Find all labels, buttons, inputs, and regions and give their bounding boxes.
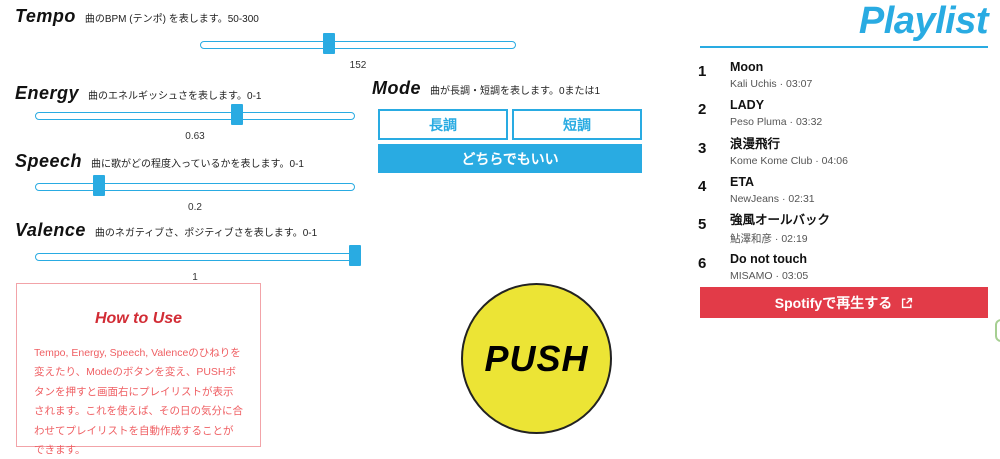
track-title: 強風オールバック: [730, 213, 831, 227]
track-row: 4 ETA NewJeans · 02:31: [698, 175, 988, 207]
mode-section-header: Mode 曲が長調・短調を表します。0または1: [372, 78, 600, 99]
track-number: 4: [698, 178, 707, 195]
valence-description: 曲のネガティブさ、ポジティブさを表します。0-1: [94, 228, 318, 239]
track-row: 1 Moon Kali Uchis · 03:07: [698, 60, 988, 92]
energy-slider[interactable]: 0.63: [35, 104, 355, 142]
tempo-slider[interactable]: 152: [200, 33, 516, 71]
track-meta: 鮎澤和彦 · 02:19: [730, 233, 808, 245]
valence-slider-thumb[interactable]: [349, 245, 361, 266]
track-meta: Kome Kome Club · 04:06: [730, 155, 848, 167]
track-number: 1: [698, 63, 707, 80]
track-number: 6: [698, 255, 707, 272]
track-meta: Kali Uchis · 03:07: [730, 78, 813, 90]
speech-section-header: Speech 曲に歌がどの程度入っているかを表します。0-1: [15, 151, 304, 172]
valence-slider-track[interactable]: [35, 253, 355, 261]
energy-slider-thumb[interactable]: [230, 104, 243, 125]
energy-slider-track[interactable]: [35, 112, 355, 120]
tempo-slider-thumb[interactable]: [322, 33, 335, 54]
mode-either-button[interactable]: どちらでもいい: [378, 144, 642, 173]
track-title: Do not touch: [730, 252, 808, 266]
speech-description: 曲に歌がどの程度入っているかを表します。0-1: [91, 159, 304, 170]
how-to-use-body: Tempo, Energy, Speech, Valenceのひねりを変えたり、…: [34, 347, 243, 457]
speech-slider[interactable]: 0.2: [35, 175, 355, 213]
tempo-title: Tempo: [15, 6, 76, 26]
tempo-slider-track[interactable]: [200, 41, 516, 49]
how-to-use-panel: How to Use Tempo, Energy, Speech, Valenc…: [16, 283, 261, 456]
track-number: 2: [698, 101, 707, 118]
valence-slider[interactable]: 1: [35, 245, 361, 283]
push-button-label: PUSH: [484, 337, 589, 379]
valence-title: Valence: [15, 220, 86, 240]
mode-minor-button[interactable]: 短調: [512, 109, 642, 140]
speech-slider-track[interactable]: [35, 183, 355, 191]
tempo-section-header: Tempo 曲のBPM (テンポ) を表します。50-300: [15, 6, 259, 27]
track-number: 5: [698, 216, 707, 233]
track-row: 5 強風オールバック 鮎澤和彦 · 02:19: [698, 213, 988, 245]
playlist-divider: [700, 46, 988, 48]
energy-description: 曲のエネルギッシュさを表します。0-1: [88, 91, 262, 102]
speech-slider-thumb[interactable]: [93, 175, 105, 196]
mode-major-button[interactable]: 長調: [378, 109, 508, 140]
playlist-heading: Playlist: [858, 0, 989, 42]
mode-title: Mode: [372, 78, 421, 98]
speech-title: Speech: [15, 151, 83, 171]
offscreen-green-button[interactable]: [995, 319, 1000, 342]
track-row: 2 LADY Peso Pluma · 03:32: [698, 98, 988, 130]
push-button[interactable]: PUSH: [461, 283, 612, 434]
track-meta: Peso Pluma · 03:32: [730, 116, 823, 128]
track-title: LADY: [730, 98, 765, 112]
track-title: Moon: [730, 60, 764, 74]
energy-section-header: Energy 曲のエネルギッシュさを表します。0-1: [15, 83, 261, 104]
tempo-description: 曲のBPM (テンポ) を表します。50-300: [84, 14, 259, 25]
play-on-spotify-label: Spotifyで再生する: [774, 294, 893, 311]
track-row: 6 Do not touch MISAMO · 03:05: [698, 252, 988, 284]
track-meta: NewJeans · 02:31: [730, 193, 815, 205]
valence-value: 1: [192, 272, 198, 283]
track-meta: MISAMO · 03:05: [730, 270, 809, 282]
track-title: 浪漫飛行: [730, 137, 781, 151]
valence-section-header: Valence 曲のネガティブさ、ポジティブさを表します。0-1: [15, 220, 317, 241]
track-number: 3: [698, 140, 707, 157]
track-row: 3 浪漫飛行 Kome Kome Club · 04:06: [698, 137, 988, 169]
speech-value: 0.2: [188, 202, 202, 213]
track-title: ETA: [730, 175, 755, 189]
energy-title: Energy: [15, 83, 80, 103]
energy-value: 0.63: [185, 131, 205, 142]
play-on-spotify-button[interactable]: Spotifyで再生する: [700, 287, 988, 318]
external-link-icon: [901, 297, 913, 309]
how-to-use-title: How to Use: [94, 310, 183, 327]
tempo-value: 152: [349, 60, 367, 71]
mode-description: 曲が長調・短調を表します。0または1: [430, 86, 601, 97]
